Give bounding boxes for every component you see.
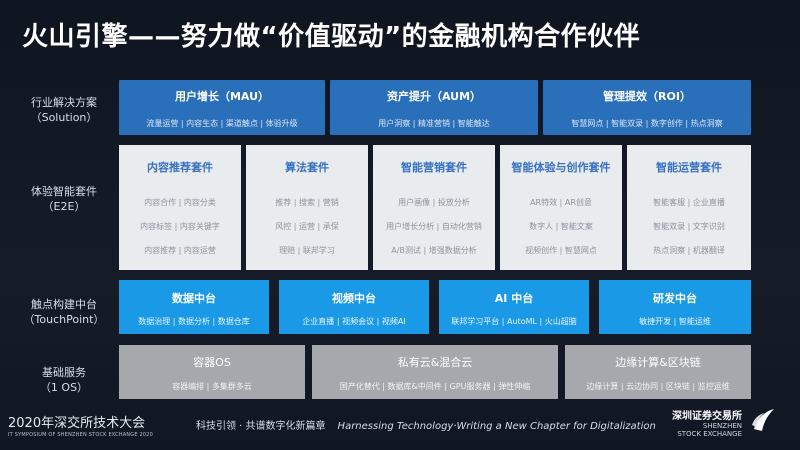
solution-items: 智慧网点 | 智能双录 | 数字创作 | 热点洞察: [571, 119, 723, 128]
suite-line: 智能双录 | 文字识别: [653, 222, 725, 231]
base-service-title: 容器OS: [193, 356, 231, 369]
event-title: 2020年深交所技术大会: [8, 416, 146, 431]
solution-title: 资产提升（AUM）: [386, 90, 482, 103]
row-label-solution-en: （Solution）: [30, 111, 98, 124]
platform-card[interactable]: 视频中台 企业直播 | 视频会议 | 视频AI: [279, 280, 429, 334]
platform-title: 视频中台: [332, 292, 376, 305]
suite-line: 内容标签 | 内容关键字: [140, 222, 220, 231]
page-title: 火山引擎——努力做“价值驱动”的金融机构合作伙伴: [22, 22, 641, 52]
suite-line: 推荐 | 搜索 | 营销: [275, 198, 339, 207]
platform-items: 数据治理 | 数据分析 | 数据仓库: [138, 317, 250, 326]
row-label-e2e-cn: 体验智能套件: [31, 185, 97, 198]
row-label-os: 基础服务 （1 OS）: [14, 365, 114, 395]
base-service-title: 边缘计算&区块链: [615, 356, 701, 369]
platform-title: 研发中台: [653, 292, 697, 305]
base-service-items: 边缘计算 | 云边协同 | 区块链 | 监控运维: [586, 382, 730, 391]
solution-card[interactable]: 资产提升（AUM） 用户洞察 | 精准营销 | 智能触达: [330, 80, 538, 135]
platform-card[interactable]: AI 中台 联邦学习平台 | AutoML | 火山超脑: [439, 280, 589, 334]
organizer-en-line1: SHENZHEN: [702, 422, 742, 430]
row-label-e2e-en: （E2E）: [42, 200, 86, 213]
base-service-items: 容器编排 | 多集群多云: [172, 382, 252, 391]
platform-title: AI 中台: [494, 292, 534, 305]
suite-card[interactable]: 算法套件 推荐 | 搜索 | 营销 风控 | 运营 | 承保 理赔 | 联邦学习: [246, 145, 368, 270]
platform-items: 联邦学习平台 | AutoML | 火山超脑: [451, 317, 577, 326]
suite-title: 智能营销套件: [401, 161, 467, 174]
platform-items: 企业直播 | 视频会议 | 视频AI: [302, 317, 406, 326]
platform-items: 敏捷开发 | 智能运维: [639, 317, 711, 326]
szse-logo-icon: [752, 409, 774, 431]
suite-line: 用户画像 | 投放分析: [398, 198, 470, 207]
solution-card[interactable]: 管理提效（ROI） 智慧网点 | 智能双录 | 数字创作 | 热点洞察: [543, 80, 751, 135]
organizer-en-line2: STOCK EXCHANGE: [677, 430, 742, 438]
base-service-title: 私有云&混合云: [397, 356, 473, 369]
suite-line: 内容合作 | 内容分类: [144, 198, 216, 207]
suite-card[interactable]: 内容推荐套件 内容合作 | 内容分类 内容标签 | 内容关键字 内容推荐 | 内…: [119, 145, 241, 270]
suite-line: 热点洞察 | 机器翻译: [653, 246, 725, 255]
suite-card[interactable]: 智能营销套件 用户画像 | 投放分析 用户增长分析 | 自动化营销 A/B测试 …: [373, 145, 495, 270]
row-label-e2e: 体验智能套件 （E2E）: [14, 184, 114, 214]
suite-line: 视频创作 | 智慧网点: [525, 246, 597, 255]
solution-items: 用户洞察 | 精准营销 | 智能触达: [378, 119, 490, 128]
row-label-os-cn: 基础服务: [42, 366, 86, 379]
suite-card[interactable]: 智能运营套件 智能客服 | 企业直播 智能双录 | 文字识别 热点洞察 | 机器…: [627, 145, 751, 270]
slogan: 科技引领 · 共谱数字化新篇章 Harnessing Technology·Wri…: [196, 417, 656, 432]
suite-line: 理赔 | 联邦学习: [279, 246, 335, 255]
event-branding: 2020年深交所技术大会 IT SYMPOSIUM OF SHENZHEN ST…: [8, 412, 153, 438]
platform-card[interactable]: 研发中台 敏捷开发 | 智能运维: [599, 280, 751, 334]
base-service-items: 国产化替代 | 数据库&中间件 | GPU服务器 | 弹性伸缩: [339, 382, 531, 391]
base-service-card[interactable]: 私有云&混合云 国产化替代 | 数据库&中间件 | GPU服务器 | 弹性伸缩: [312, 345, 558, 399]
platform-title: 数据中台: [172, 292, 216, 305]
row-label-os-en: （1 OS）: [39, 381, 89, 394]
row-label-touchpoint-en: （TouchPoint）: [23, 313, 105, 326]
suite-line: 内容推荐 | 内容运营: [144, 246, 216, 255]
suite-title: 内容推荐套件: [147, 161, 213, 174]
solution-title: 管理提效（ROI）: [603, 90, 691, 103]
solution-card[interactable]: 用户增长（MAU） 流量运营 | 内容生态 | 渠道触点 | 体验升级: [119, 80, 325, 135]
event-title-en: IT SYMPOSIUM OF SHENZHEN STOCK EXCHANGE …: [8, 432, 154, 438]
suite-title: 智能运营套件: [656, 161, 722, 174]
base-service-card[interactable]: 容器OS 容器编排 | 多集群多云: [119, 345, 305, 399]
solution-title: 用户增长（MAU）: [174, 90, 270, 103]
slogan-en: Harnessing Technology·Writing a New Chap…: [337, 421, 656, 432]
row-label-touchpoint: 触点构建中台 （TouchPoint）: [14, 297, 114, 327]
suite-title: 智能体验与创作套件: [511, 161, 611, 174]
platform-card[interactable]: 数据中台 数据治理 | 数据分析 | 数据仓库: [119, 280, 269, 334]
suite-line: 智能客服 | 企业直播: [653, 198, 725, 207]
row-label-solution-cn: 行业解决方案: [31, 96, 97, 109]
organizer-cn: 深圳证券交易所: [672, 411, 742, 422]
suite-line: 风控 | 运营 | 承保: [275, 222, 339, 231]
slogan-cn: 科技引领 · 共谱数字化新篇章: [196, 421, 326, 432]
row-label-solution: 行业解决方案 （Solution）: [14, 95, 114, 125]
suite-line: AR特效 | AR创意: [530, 198, 592, 207]
organizer: 深圳证券交易所 SHENZHEN STOCK EXCHANGE: [672, 407, 742, 438]
suite-line: A/B测试 | 增强数据分析: [391, 246, 477, 255]
suite-line: 用户增长分析 | 自动化营销: [386, 222, 482, 231]
row-label-touchpoint-cn: 触点构建中台: [31, 298, 97, 311]
suite-title: 算法套件: [285, 161, 329, 174]
base-service-card[interactable]: 边缘计算&区块链 边缘计算 | 云边协同 | 区块链 | 监控运维: [565, 345, 751, 399]
solution-items: 流量运营 | 内容生态 | 渠道触点 | 体验升级: [146, 119, 298, 128]
suite-line: 数字人 | 智能文案: [529, 222, 593, 231]
suite-card[interactable]: 智能体验与创作套件 AR特效 | AR创意 数字人 | 智能文案 视频创作 | …: [500, 145, 622, 270]
